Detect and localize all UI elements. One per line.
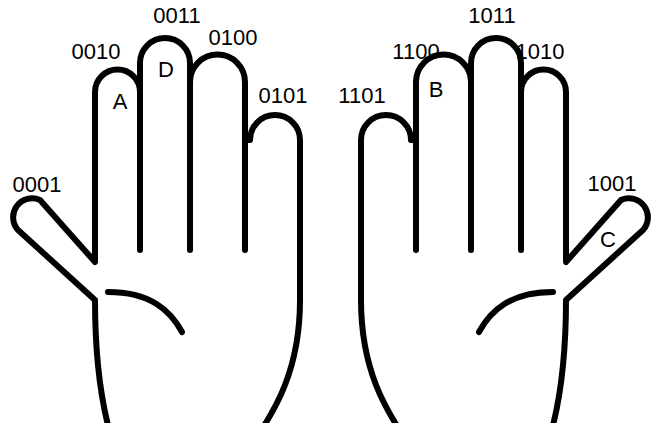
finger-code: 0100 <box>209 27 258 49</box>
right-hand <box>361 38 648 423</box>
finger-code: 0010 <box>72 41 121 63</box>
hand-outline <box>13 38 300 423</box>
finger-letter: B <box>429 79 444 101</box>
hand-outline <box>361 38 648 423</box>
finger-letter: D <box>158 59 174 81</box>
palm-crease <box>479 292 553 332</box>
finger-code: 1001 <box>588 173 637 195</box>
finger-code: 0011 <box>153 5 200 27</box>
finger-letter: A <box>113 91 128 113</box>
finger-code: 1010 <box>516 41 565 63</box>
finger-code: 1100 <box>392 41 439 63</box>
finger-code: 0101 <box>259 85 308 107</box>
left-hand <box>13 38 300 423</box>
finger-line <box>140 82 245 250</box>
finger-line <box>416 82 521 250</box>
finger-letter: C <box>600 229 616 251</box>
finger-code: 1101 <box>338 85 385 107</box>
finger-code: 1011 <box>468 5 515 27</box>
finger-code: 0001 <box>13 174 62 196</box>
palm-crease <box>108 292 182 332</box>
